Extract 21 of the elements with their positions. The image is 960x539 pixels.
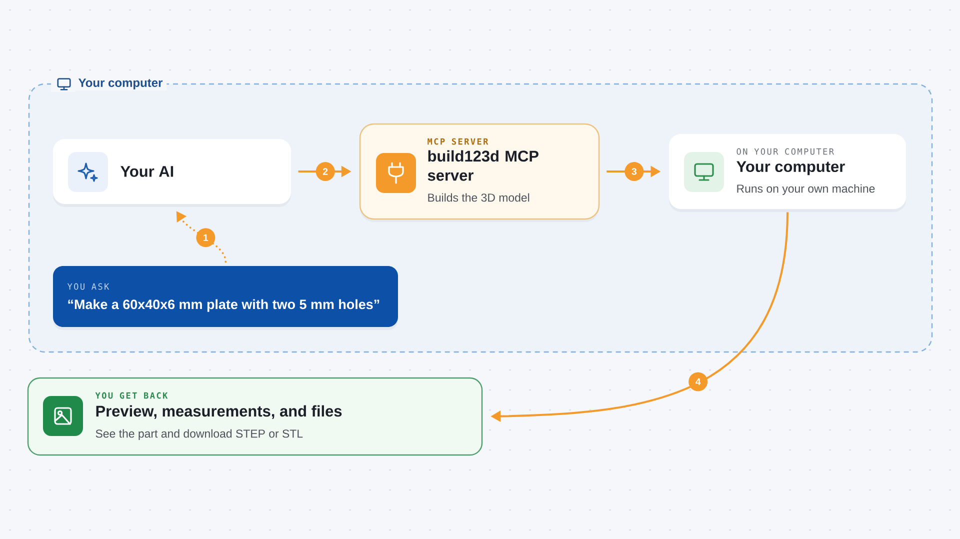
prompt-card [53, 266, 398, 330]
step-badge: 1 [196, 228, 216, 248]
card-subtitle: Builds the 3D model [428, 193, 530, 202]
card-title: build123d MCP server [428, 150, 538, 181]
eyebrow-label: MCP SERVER [428, 138, 488, 145]
card-title: Preview, measurements, and files [96, 405, 342, 419]
eyebrow-label: YOU ASK [67, 283, 110, 290]
prompt-text: “Make a 60x40x6 mm plate with two 5 mm holes” [68, 299, 380, 312]
result-card [27, 377, 483, 456]
process-card [53, 139, 291, 207]
card-title: Your AI [120, 166, 174, 177]
card-subtitle: See the part and download STEP or STL [96, 429, 303, 440]
step-badge: 4 [688, 372, 708, 392]
process-card [669, 134, 906, 212]
step-badge: 2 [316, 162, 335, 181]
eyebrow-label: YOU GET BACK [95, 392, 168, 399]
card-subtitle: Runs on your own machine [737, 184, 875, 195]
card-title: Your computer [736, 161, 845, 176]
step-badge: 3 [624, 162, 644, 181]
eyebrow-label: ON YOUR COMPUTER [736, 148, 834, 155]
process-card [359, 123, 600, 222]
